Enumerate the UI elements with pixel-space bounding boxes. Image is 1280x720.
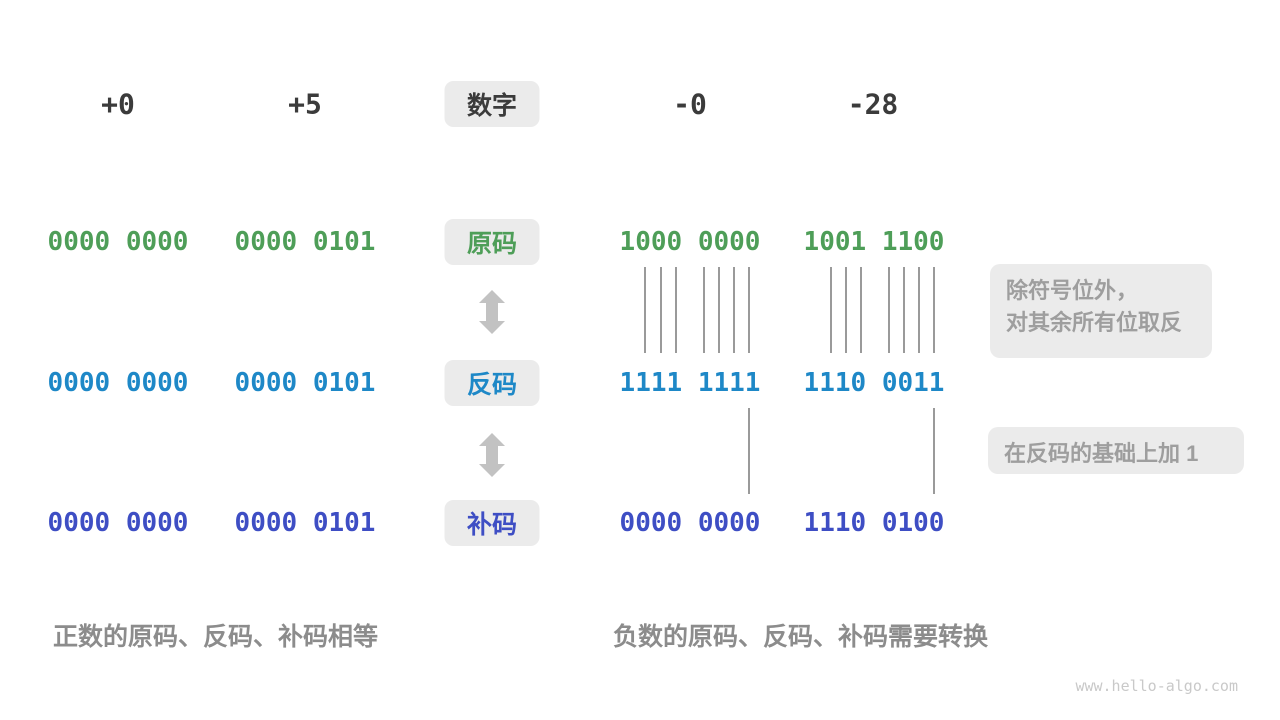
bit-flip-line — [733, 267, 735, 353]
header-number-plus0: +0 — [101, 87, 135, 121]
ones-complement-value-plus5: 0000 0101 — [234, 368, 376, 398]
bit-flip-line — [903, 267, 905, 353]
sign-magnitude-value-minus28: 1001 1100 — [803, 227, 945, 257]
updown-arrow-icon — [479, 290, 505, 334]
annotation-line: 除符号位外， — [1006, 278, 1139, 303]
caption-positive-numbers: 正数的原码、反码、补码相等 — [53, 623, 379, 651]
bit-flip-line — [748, 267, 750, 353]
annotation-add-one: 在反码的基础上加 1 — [988, 427, 1244, 474]
annotation-invert-bits: 除符号位外， 对其余所有位取反 — [990, 264, 1212, 358]
header-number-minus0: -0 — [673, 87, 707, 121]
bit-flip-line — [918, 267, 920, 353]
bit-flip-line — [644, 267, 646, 353]
twos-complement-value-minus0: 0000 0000 — [619, 508, 761, 538]
twos-complement-value-plus5: 0000 0101 — [234, 508, 376, 538]
annotation-line: 在反码的基础上加 1 — [1004, 441, 1199, 466]
watermark-url: www.hello-algo.com — [1075, 677, 1238, 695]
sign-magnitude-value-plus0: 0000 0000 — [47, 227, 189, 257]
sign-magnitude-value-minus0: 1000 0000 — [619, 227, 761, 257]
caption-negative-numbers: 负数的原码、反码、补码需要转换 — [613, 623, 989, 651]
ones-complement-label: 反码 — [444, 360, 540, 406]
carry-line — [933, 408, 935, 494]
bit-flip-line — [933, 267, 935, 353]
header-number-minus28: -28 — [847, 87, 899, 121]
sign-magnitude-value-plus5: 0000 0101 — [234, 227, 376, 257]
bit-flip-line — [718, 267, 720, 353]
sign-magnitude-label: 原码 — [444, 219, 540, 265]
carry-line — [748, 408, 750, 494]
twos-complement-value-plus0: 0000 0000 — [47, 508, 189, 538]
header-number-plus5: +5 — [288, 87, 322, 121]
bit-flip-line — [660, 267, 662, 353]
bit-flip-line — [675, 267, 677, 353]
ones-complement-value-minus28: 1110 0011 — [803, 368, 945, 398]
bit-flip-line — [845, 267, 847, 353]
ones-complement-value-minus0: 1111 1111 — [619, 368, 761, 398]
header-label-number: 数字 — [444, 81, 540, 127]
annotation-line: 对其余所有位取反 — [1006, 309, 1183, 335]
twos-complement-label: 补码 — [444, 500, 540, 546]
bit-flip-line — [860, 267, 862, 353]
bit-flip-line — [830, 267, 832, 353]
ones-complement-value-plus0: 0000 0000 — [47, 368, 189, 398]
bit-flip-line — [888, 267, 890, 353]
updown-arrow-icon — [479, 433, 505, 477]
bit-flip-line — [703, 267, 705, 353]
twos-complement-value-minus28: 1110 0100 — [803, 508, 945, 538]
